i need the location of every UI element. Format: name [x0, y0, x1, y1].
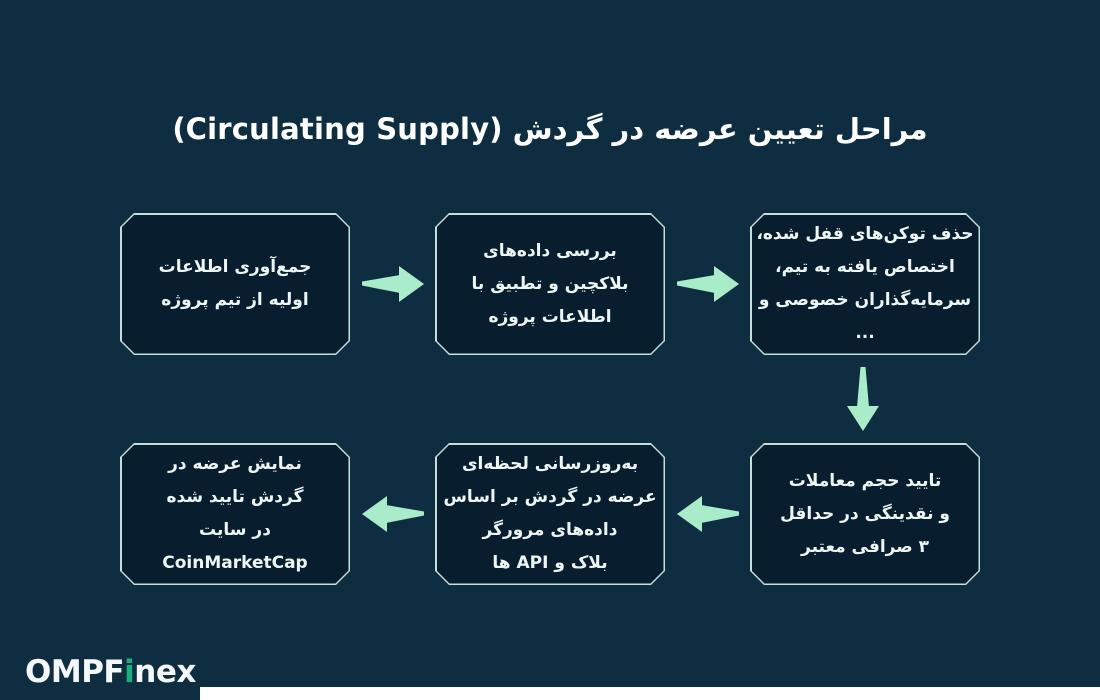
step-line: اطلاعات پروژه	[488, 306, 612, 327]
api-label: API	[516, 553, 549, 573]
step-line: حذف توکن‌های قفل شده،	[756, 224, 974, 244]
step-box-collect-initial-info: جمع‌آوری اطلاعات اولیه از تیم پروژه	[120, 213, 350, 355]
step-line: اولیه از تیم پروژه	[161, 290, 309, 310]
step-box-remove-locked-tokens: حذف توکن‌های قفل شده، اختصاص یافته به تی…	[750, 213, 980, 355]
step-text: بررسی داده‌های بلاکچین و تطبیق با اطلاعا…	[441, 219, 659, 349]
step-line: عرضه در گردش بر اساس	[443, 487, 657, 507]
coinmarketcap-label: CoinMarketCap	[162, 553, 308, 573]
step-text: به‌روزرسانی لحظه‌ای عرضه در گردش بر اساس…	[441, 449, 659, 579]
arrow-down-icon	[843, 367, 883, 431]
step-line-mixed: در سایت CoinMarketCap	[162, 520, 308, 573]
step-box-realtime-supply-update: به‌روزرسانی لحظه‌ای عرضه در گردش بر اساس…	[435, 443, 665, 585]
step-box-confirm-volume-liquidity: تایید حجم معاملات و نقدینگی در حداقل ۳ ص…	[750, 443, 980, 585]
step-line: اختصاص یافته به تیم،	[775, 257, 955, 277]
step-line: گردش تایید شده	[166, 487, 304, 507]
step-line: سرمایه‌گذاران خصوصی و ...	[758, 290, 972, 343]
box-fill	[437, 215, 664, 354]
step-box-review-blockchain-data: بررسی داده‌های بلاکچین و تطبیق با اطلاعا…	[435, 213, 665, 355]
step-text: جمع‌آوری اطلاعات اولیه از تیم پروژه	[126, 219, 344, 349]
box-fill	[437, 445, 664, 584]
logo-accent-letter: i	[124, 654, 135, 690]
box-fill	[122, 215, 349, 354]
step-line: تایید حجم معاملات	[788, 470, 942, 491]
step-line-mixed: بلاک و API ها	[492, 553, 608, 573]
step-line: داده‌های مرورگر	[482, 520, 618, 540]
arrow-left-icon	[677, 492, 739, 536]
arrow-right-icon	[362, 262, 424, 306]
arrow-right-icon	[677, 262, 739, 306]
step-line: جمع‌آوری اطلاعات	[158, 257, 312, 277]
step-line: بلاکچین و تطبیق با	[471, 273, 629, 294]
step-line: بررسی داده‌های	[483, 240, 617, 261]
box-fill	[752, 215, 979, 354]
step-text: تایید حجم معاملات و نقدینگی در حداقل ۳ ص…	[756, 449, 974, 579]
box-fill	[752, 445, 979, 584]
step-line: و نقدینگی در حداقل	[780, 503, 950, 524]
step-text: نمایش عرضه در گردش تایید شده در سایت Coi…	[126, 449, 344, 579]
box-fill	[122, 445, 349, 584]
step-box-display-on-coinmarketcap: نمایش عرضه در گردش تایید شده در سایت Coi…	[120, 443, 350, 585]
step-line: به‌روزرسانی لحظه‌ای	[461, 454, 639, 474]
bottom-white-strip	[200, 687, 1100, 700]
arrow-left-icon	[362, 492, 424, 536]
page-title: مراحل تعیین عرضه در گردش (Circulating Su…	[172, 112, 928, 146]
logo-suffix: nex	[134, 654, 196, 690]
ompfinex-logo: OMPFinex	[25, 654, 196, 690]
logo-prefix: OMPF	[25, 654, 125, 690]
step-line: نمایش عرضه در	[168, 454, 302, 474]
step-line: ۳ صرافی معتبر	[801, 536, 929, 557]
step-text: حذف توکن‌های قفل شده، اختصاص یافته به تی…	[756, 219, 974, 349]
